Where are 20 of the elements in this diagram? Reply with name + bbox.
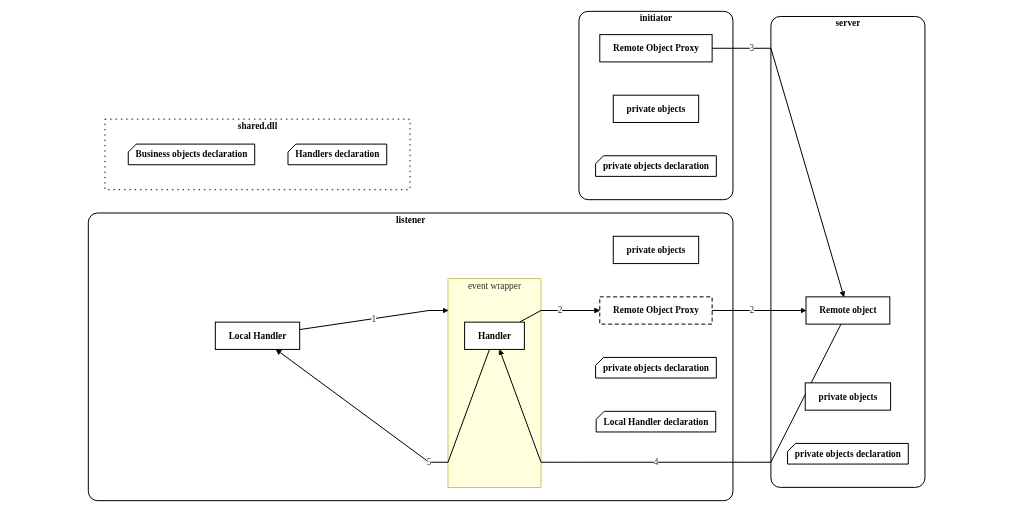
edge-label: 5 (427, 457, 432, 468)
node-box: Remote Object Proxy (599, 296, 713, 325)
node-box: private objects (805, 382, 892, 411)
node-box: Local Handler (215, 321, 301, 350)
arrow (299, 307, 449, 331)
arrow (276, 348, 491, 463)
arrow (498, 323, 842, 463)
edge-label: 2 (749, 305, 755, 316)
node-box: private objects (613, 94, 700, 123)
arrow (519, 307, 601, 323)
node-box: Remote Object Proxy (599, 34, 713, 63)
edge-label: 4 (654, 457, 659, 468)
node-box: Remote object (805, 296, 891, 325)
node-box: Handler (464, 321, 526, 350)
arrow (712, 47, 846, 298)
edge-label: 3 (749, 43, 755, 54)
arrow (712, 307, 807, 314)
node-box: private objects (613, 235, 700, 265)
edge-label: 2 (558, 305, 563, 316)
edge-label: 1 (371, 313, 377, 324)
